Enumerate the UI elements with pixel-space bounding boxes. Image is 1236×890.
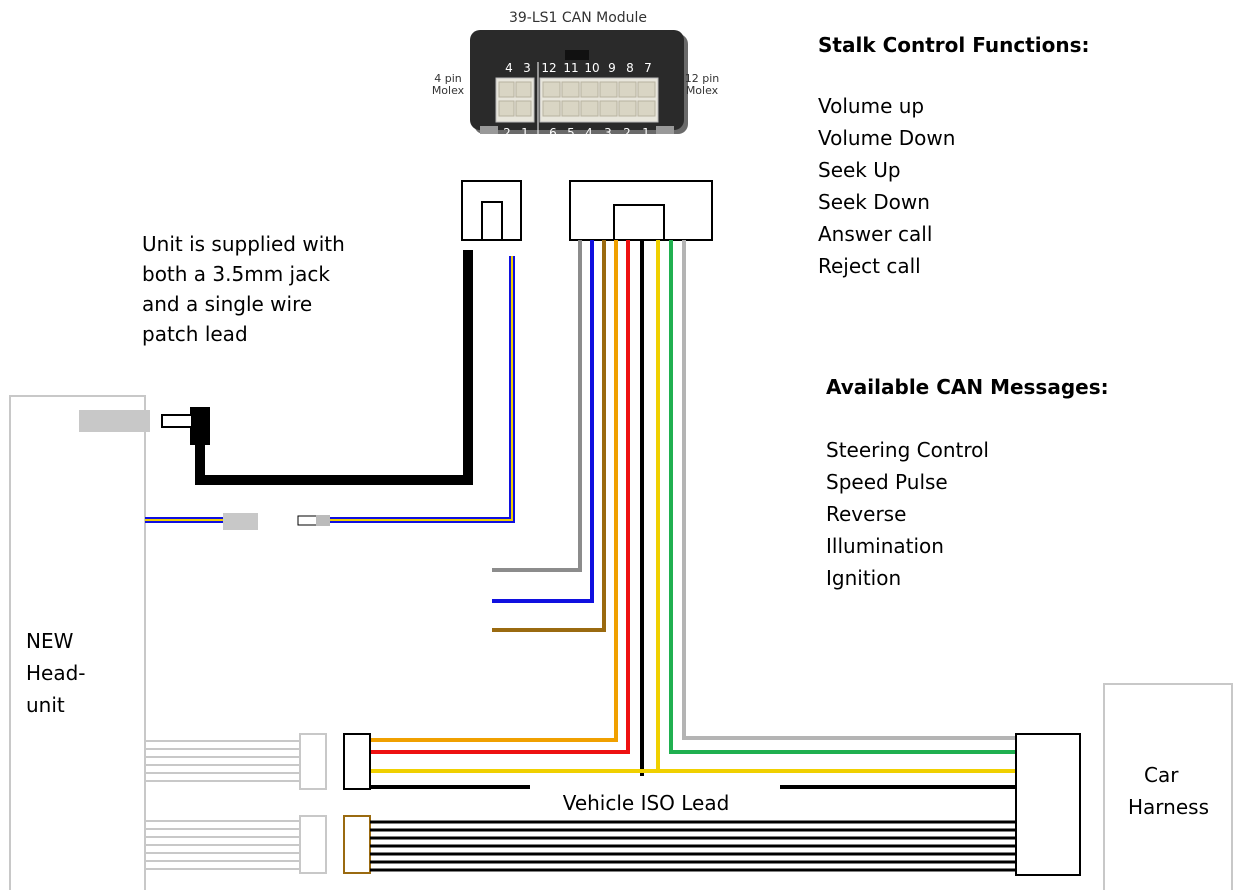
pin-label-b5: 5 (567, 126, 575, 140)
stalk-item: Reject call (818, 254, 921, 278)
label-12pin-line2: Molex (686, 84, 719, 97)
car-harness-line-1: Car (1144, 763, 1179, 787)
car-harness-line-2: Harness (1128, 795, 1209, 819)
car-harness-outline (1103, 683, 1233, 890)
wire-light-grey (682, 240, 1016, 740)
stalk-item: Answer call (818, 222, 932, 246)
pin-label-b2: 2 (503, 126, 511, 140)
molex-pin-cells (498, 81, 656, 117)
head-unit-line-2: Head- (26, 661, 86, 685)
jack-plug-body (190, 407, 210, 445)
can-item: Steering Control (826, 438, 989, 462)
head-unit-outline (9, 395, 146, 890)
pin-label-3: 3 (523, 61, 531, 75)
stalk-item: Volume Down (818, 126, 955, 150)
jack-socket (79, 410, 150, 432)
pin-label-8: 8 (626, 61, 634, 75)
can-item: Reverse (826, 502, 906, 526)
pin-label-9: 9 (608, 61, 616, 75)
head-unit-pins-upper (145, 740, 300, 782)
pin-label-b4: 4 (585, 126, 593, 140)
head-unit-socket-upper (299, 733, 327, 790)
stalk-heading: Stalk Control Functions: (818, 33, 1090, 57)
can-heading: Available CAN Messages: (826, 375, 1109, 399)
jack-plug-tip (161, 414, 193, 428)
pin-label-10: 10 (584, 61, 599, 75)
module-foot-right (656, 126, 674, 134)
head-unit-pins-lower (145, 820, 300, 870)
patch-lead (145, 256, 515, 530)
module-tab (565, 50, 589, 60)
note-line-3: and a single wire (142, 292, 312, 316)
note-line-2: both a 3.5mm jack (142, 262, 330, 286)
wire-green (669, 240, 1016, 754)
pin-label-12: 12 (541, 61, 556, 75)
head-unit-socket-lower (299, 815, 327, 874)
iso-plug-power (343, 733, 371, 790)
wire-brown (492, 240, 606, 632)
can-module: 39-LS1 CAN Module 4 3 12 11 10 9 8 7 2 1… (432, 10, 719, 140)
stalk-item: Seek Up (818, 158, 901, 182)
can-item: Ignition (826, 566, 901, 590)
head-unit-line-1: NEW (26, 629, 74, 653)
head-unit-line-3: unit (26, 693, 65, 717)
car-harness-plug (1015, 733, 1081, 876)
pin-label-b2r: 2 (623, 126, 631, 140)
wire-bundle (370, 240, 1016, 776)
iso-lead: Vehicle ISO Lead (145, 733, 1081, 876)
iso-plug-speaker (343, 815, 371, 874)
can-item: Speed Pulse (826, 470, 948, 494)
label-12pin-line1: 12 pin (685, 72, 720, 85)
iso-speaker-wires (370, 820, 1016, 872)
pin-label-7: 7 (644, 61, 652, 75)
wire-red (370, 240, 630, 754)
car-harness: Car Harness (1103, 683, 1233, 890)
label-4pin-line1: 4 pin (434, 72, 462, 85)
pin-label-11: 11 (563, 61, 578, 75)
jack-lead (79, 250, 473, 485)
note-line-1: Unit is supplied with (142, 232, 345, 256)
pin-label-b1: 1 (521, 126, 529, 140)
note-line-4: patch lead (142, 322, 248, 346)
iso-lead-label: Vehicle ISO Lead (563, 791, 730, 815)
plug-4pin (461, 180, 522, 241)
pin-label-b6: 6 (549, 126, 557, 140)
can-messages-list: Available CAN Messages: Steering Control… (826, 375, 1109, 590)
module-title: 39-LS1 CAN Module (509, 10, 647, 26)
wire-grey (492, 240, 582, 572)
pin-label-b3: 3 (604, 126, 612, 140)
module-foot-left (480, 126, 498, 134)
stalk-control-list: Stalk Control Functions: Volume up Volum… (818, 33, 1090, 278)
can-item: Illumination (826, 534, 944, 558)
pin-label-b1r: 1 (642, 126, 650, 140)
wire-blue (492, 240, 594, 603)
patch-socket (223, 513, 258, 530)
label-4pin-line2: Molex (432, 84, 465, 97)
stalk-item: Volume up (818, 94, 924, 118)
jack-cable (195, 250, 473, 485)
patch-sleeve (316, 515, 330, 526)
plug-12pin (569, 180, 713, 241)
pin-label-4: 4 (505, 61, 513, 75)
wire-orange (370, 240, 618, 742)
stalk-item: Seek Down (818, 190, 930, 214)
head-unit: NEW Head- unit (9, 395, 146, 890)
supply-note: Unit is supplied with both a 3.5mm jack … (142, 232, 345, 346)
